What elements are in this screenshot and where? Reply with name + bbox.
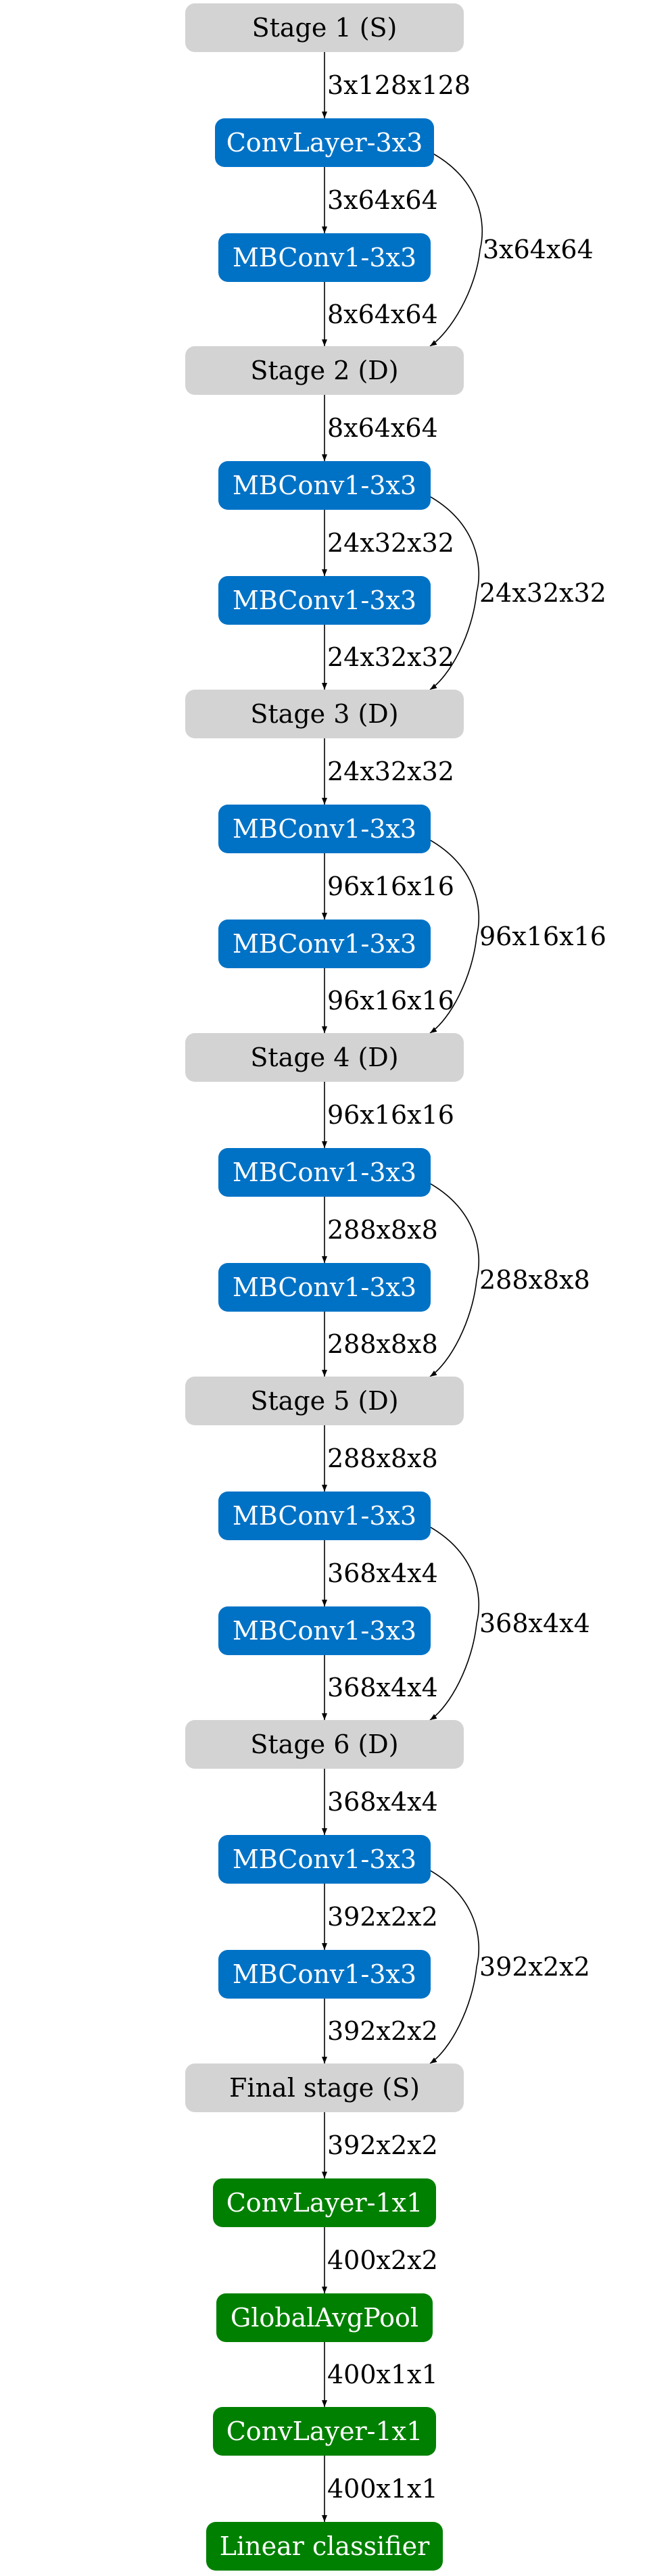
skip-connection-edge (429, 153, 483, 347)
edge-label: 392x2x2 (479, 1951, 590, 1982)
node-mbconv1-3x3: MBConv1-3x3 (218, 1950, 431, 1999)
node-mbconv1-3x3: MBConv1-3x3 (218, 461, 431, 510)
edge-label: 8x64x64 (327, 299, 438, 329)
edge-label: 400x1x1 (327, 2474, 438, 2504)
edge-label: 96x16x16 (479, 921, 606, 951)
edge-label: 3x64x64 (327, 185, 438, 215)
node-mbconv1-3x3: MBConv1-3x3 (218, 1492, 431, 1540)
skip-connection-edge (429, 1183, 480, 1377)
node-mbconv1-3x3: MBConv1-3x3 (218, 576, 431, 625)
node-final-stage-s: Final stage (S) (185, 2064, 464, 2112)
edge-label: 8x64x64 (327, 413, 438, 443)
edge-label: 96x16x16 (327, 872, 454, 901)
node-stage-5-d: Stage 5 (D) (185, 1377, 464, 1425)
node-stage-3-d: Stage 3 (D) (185, 690, 464, 738)
edge-label: 24x32x32 (479, 577, 606, 608)
edge-label: 288x8x8 (327, 1215, 438, 1245)
node-stage-4-d: Stage 4 (D) (185, 1033, 464, 1082)
node-mbconv1-3x3: MBConv1-3x3 (218, 233, 431, 282)
edge-label: 392x2x2 (327, 2016, 438, 2046)
skip-connection-edge (429, 1526, 480, 1721)
edge-label: 96x16x16 (327, 1100, 454, 1130)
node-mbconv1-3x3: MBConv1-3x3 (218, 920, 431, 968)
node-mbconv1-3x3: MBConv1-3x3 (218, 1148, 431, 1197)
edge-label: 368x4x4 (479, 1608, 590, 1638)
node-stage-2-d: Stage 2 (D) (185, 346, 464, 395)
node-convlayer-3x3: ConvLayer-3x3 (215, 118, 434, 167)
edge-label: 288x8x8 (479, 1264, 590, 1295)
edge-label: 400x2x2 (327, 2245, 438, 2275)
edge-label: 288x8x8 (327, 1329, 438, 1359)
node-convlayer-1x1: ConvLayer-1x1 (213, 2178, 436, 2227)
edge-label: 368x4x4 (327, 1558, 438, 1588)
node-stage-1-s: Stage 1 (S) (185, 3, 464, 52)
node-stage-6-d: Stage 6 (D) (185, 1720, 464, 1769)
edge-label: 392x2x2 (327, 2130, 438, 2160)
node-mbconv1-3x3: MBConv1-3x3 (218, 1263, 431, 1312)
edge-label: 3x128x128 (327, 70, 471, 100)
edge-label: 288x8x8 (327, 1444, 438, 1473)
edge-label: 368x4x4 (327, 1787, 438, 1817)
node-mbconv1-3x3: MBConv1-3x3 (218, 805, 431, 853)
edge-label: 96x16x16 (327, 986, 454, 1016)
edge-label: 24x32x32 (327, 757, 454, 786)
edge-label: 24x32x32 (327, 528, 454, 558)
node-mbconv1-3x3: MBConv1-3x3 (218, 1606, 431, 1655)
skip-connection-edge (429, 839, 480, 1034)
edge-label: 3x64x64 (483, 235, 594, 265)
edge-label: 392x2x2 (327, 1902, 438, 1932)
skip-connection-edge (429, 496, 480, 690)
node-mbconv1-3x3: MBConv1-3x3 (218, 1835, 431, 1884)
edge-label: 368x4x4 (327, 1673, 438, 1702)
node-convlayer-1x1: ConvLayer-1x1 (213, 2407, 436, 2456)
skip-connection-edge (429, 1869, 480, 2064)
node-globalavgpool: GlobalAvgPool (216, 2293, 433, 2342)
edge-label: 400x1x1 (327, 2360, 438, 2389)
edge-label: 24x32x32 (327, 642, 454, 672)
node-linear-classifier: Linear classifier (206, 2522, 443, 2571)
